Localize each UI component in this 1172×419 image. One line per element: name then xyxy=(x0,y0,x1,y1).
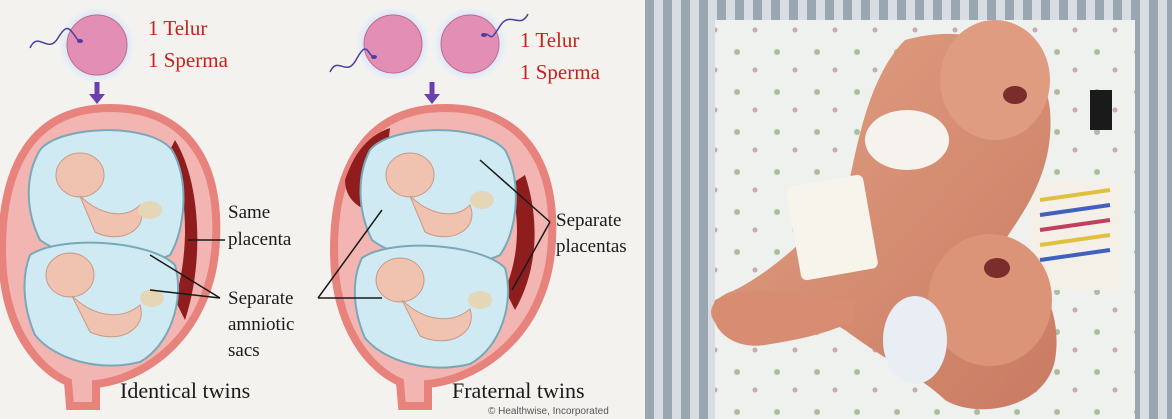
separate-sacs-label-3: sacs xyxy=(228,340,260,362)
credit-text: © Healthwise, Incorporated xyxy=(488,406,609,417)
identical-uterus xyxy=(2,108,216,406)
fraternal-caption: Fraternal twins xyxy=(452,378,585,404)
separate-placentas-label-2: placentas xyxy=(556,236,627,258)
identical-caption: Identical twins xyxy=(120,378,250,404)
separate-sacs-label-1: Separate xyxy=(228,288,293,310)
separate-placentas-label-1: Separate xyxy=(556,210,621,232)
fraternal-uterus xyxy=(334,108,552,406)
identical-egg-label: 1 Telur xyxy=(148,14,207,42)
fraternal-egg-2-icon xyxy=(433,7,507,81)
same-placenta-label-2: placenta xyxy=(228,229,291,251)
identical-sperm-label: 1 Sperma xyxy=(148,46,228,74)
fraternal-sperm-label: 1 Sperma xyxy=(520,58,600,86)
separate-sacs-label-2: amniotic xyxy=(228,314,294,336)
conjoined-twins-photo-art xyxy=(645,0,1172,419)
identical-egg-icon xyxy=(59,7,135,83)
same-placenta-label-1: Same xyxy=(228,202,270,224)
fraternal-egg-1-icon xyxy=(356,7,430,81)
twins-diagram: 1 Telur 1 Sperma 1 Telur 1 Sperma Same p… xyxy=(0,0,645,419)
conjoined-twins-photo xyxy=(645,0,1172,419)
fraternal-egg-label: 1 Telur xyxy=(520,26,579,54)
